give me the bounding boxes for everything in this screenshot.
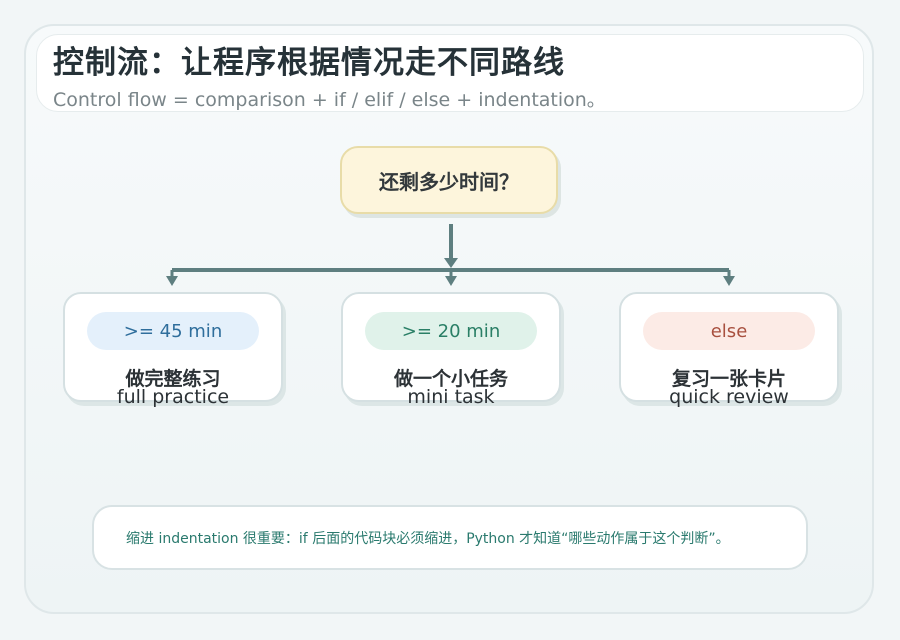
condition-pill: >= 45 min xyxy=(87,312,259,350)
branch-label-zh: 做完整练习 xyxy=(125,368,221,390)
branch-arrowhead-2 xyxy=(445,276,457,286)
trunk-arrowhead xyxy=(444,258,458,268)
branch-label-en: quick review xyxy=(669,386,789,408)
branch-card-mini-task: >= 20 min 做一个小任务 mini task xyxy=(341,292,561,408)
branch-label-en: full practice xyxy=(116,386,230,408)
branch-label-en: mini task xyxy=(407,386,495,408)
page-title: 控制流：让程序根据情况走不同路线 xyxy=(53,45,565,81)
page-subtitle: Control flow = comparison + if / elif / … xyxy=(53,89,606,111)
branch-card-full-practice: >= 45 min 做完整练习 full practice xyxy=(63,292,283,408)
header-panel: 控制流：让程序根据情况走不同路线 Control flow = comparis… xyxy=(36,34,864,112)
branch-arrowhead-1 xyxy=(166,276,178,286)
condition-pill: else xyxy=(643,312,815,350)
branch-label-zh: 复习一张卡片 xyxy=(671,368,786,390)
branch-arrowhead-3 xyxy=(723,276,735,286)
condition-pill: >= 20 min xyxy=(365,312,537,350)
indentation-note: 缩进 indentation 很重要：if 后面的代码块必须缩进，Python … xyxy=(92,505,808,570)
question-node: 还剩多少时间？ xyxy=(340,146,558,214)
branch-card-quick-review: else 复习一张卡片 quick review xyxy=(619,292,839,408)
branch-label-zh: 做一个小任务 xyxy=(393,368,508,390)
